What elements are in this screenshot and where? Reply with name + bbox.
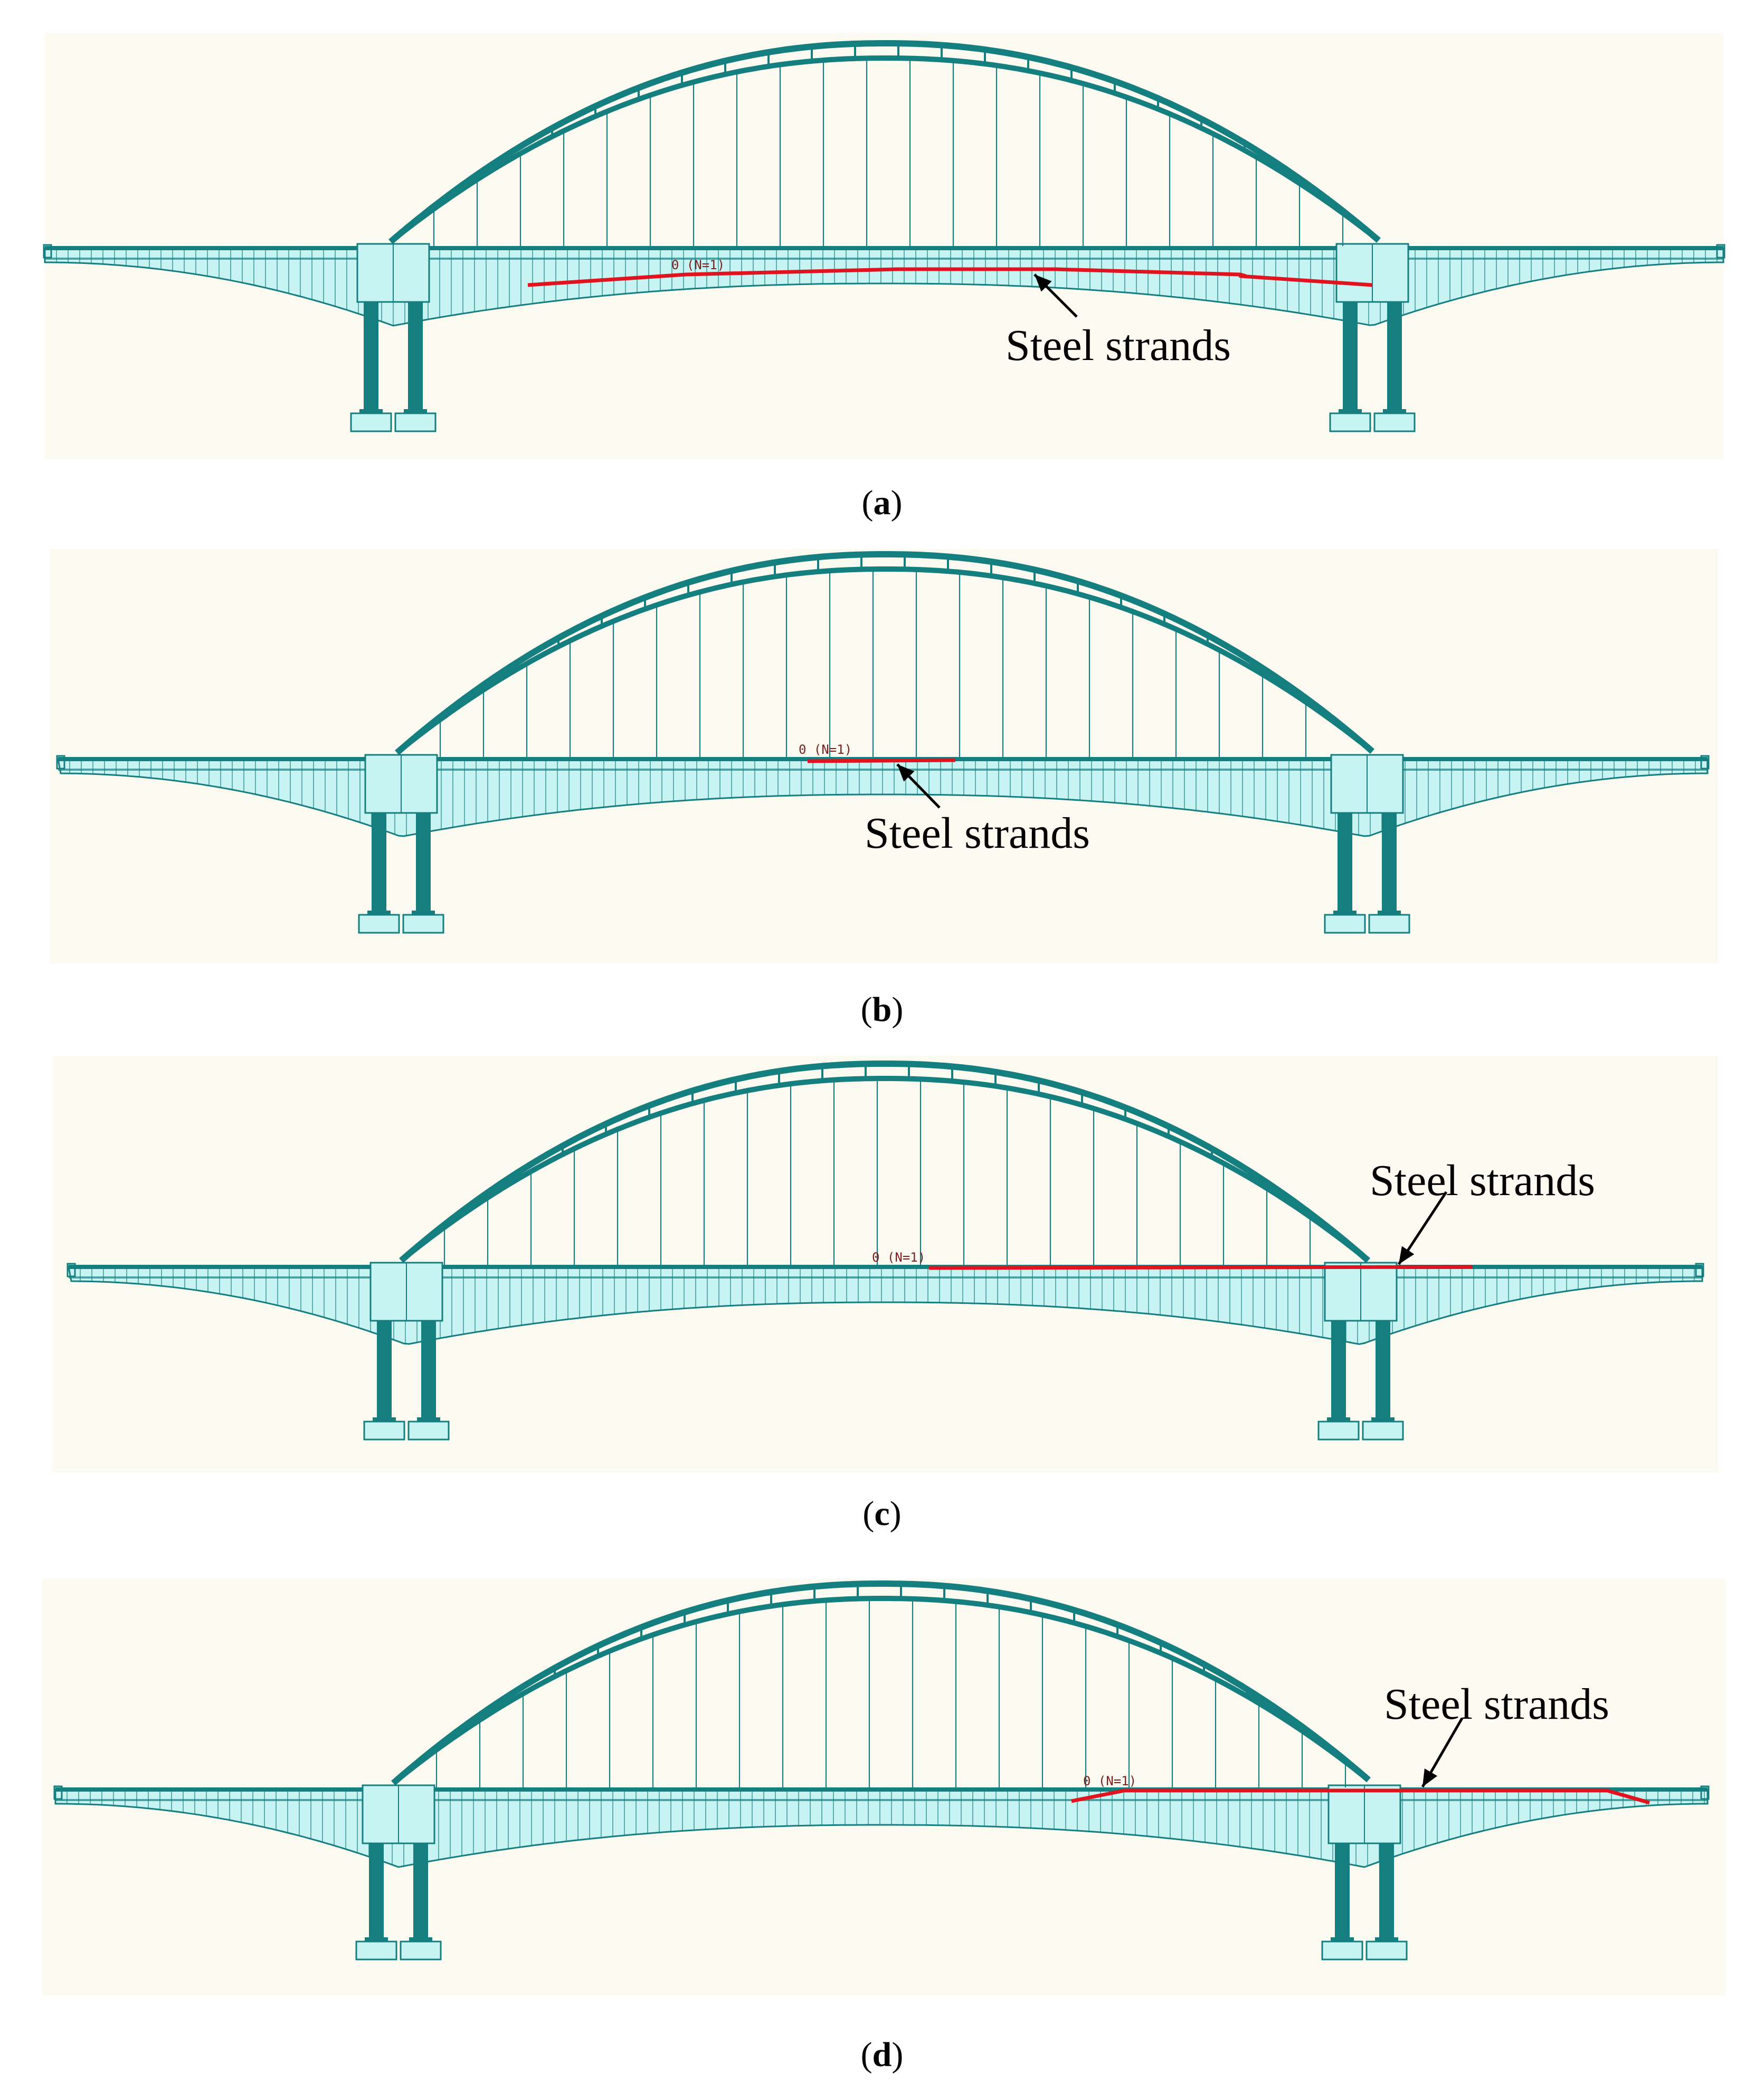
right-pier <box>1321 1784 1408 1961</box>
arch-ribs <box>395 551 1374 755</box>
callout-arrow <box>896 763 941 809</box>
deck-end-right <box>1716 244 1725 259</box>
deck-end-left <box>53 1785 63 1800</box>
panel-caption-d: (d) <box>860 2035 904 2074</box>
tendon-label: 0 (N=1) <box>671 258 725 272</box>
right-pier <box>1324 754 1410 934</box>
steel-strand-tendon <box>928 1265 1473 1270</box>
left-pier <box>363 1262 450 1441</box>
callout-arrow <box>1397 1191 1448 1265</box>
panel-caption-a: (a) <box>861 484 903 522</box>
panel-b: 0 (N=1) Steel strands (b) <box>0 523 1764 1029</box>
steel-strands-callout-c: Steel strands <box>1370 1156 1595 1205</box>
left-pier <box>355 1784 442 1961</box>
steel-strand-tendon <box>807 758 956 763</box>
tendon-label: 0 (N=1) <box>872 1250 925 1265</box>
steel-strands-callout-a: Steel strands <box>1006 321 1231 370</box>
arch-ribs <box>391 1580 1371 1786</box>
caption-letter-d: d <box>872 2035 892 2074</box>
callout-arrow <box>1033 273 1078 318</box>
arch-ribs <box>388 40 1381 244</box>
bridge-model-view-c: 0 (N=1) <box>53 1056 1718 1473</box>
callout-arrow <box>1421 1717 1464 1788</box>
tendon-label: 0 (N=1) <box>1083 1774 1136 1788</box>
steel-strand-tendon <box>527 267 1373 287</box>
deck-end-left <box>43 244 52 259</box>
hangers <box>433 58 1344 246</box>
main-girder <box>44 246 1724 327</box>
deck-end-left <box>67 1263 76 1277</box>
panel-caption-c: (c) <box>862 1494 902 1533</box>
arch-ribs <box>399 1061 1370 1263</box>
girder-segments <box>80 1267 1695 1345</box>
main-girder <box>54 1787 1709 1868</box>
deck-end-right <box>1700 1785 1710 1800</box>
model-background <box>53 1056 1718 1473</box>
panel-c: 0 (N=1) Steel strands (c) <box>0 1029 1764 1549</box>
caption-letter-a: a <box>873 484 891 522</box>
right-pier <box>1329 243 1416 432</box>
caption-letter-b: b <box>872 990 892 1029</box>
right-pier <box>1317 1262 1404 1441</box>
main-girder <box>68 1265 1703 1345</box>
hangers <box>443 1078 1311 1265</box>
model-background <box>42 1578 1726 1995</box>
deck-end-right <box>1700 755 1710 770</box>
bridge-model-view-d: 0 (N=1) <box>42 1578 1726 1995</box>
left-pier <box>358 754 444 934</box>
caption-letter-c: c <box>874 1494 890 1533</box>
deck-end-left <box>56 755 65 770</box>
steel-strand-tendon <box>1071 1788 1650 1805</box>
left-pier <box>350 243 437 432</box>
hangers <box>439 569 1307 757</box>
hangers <box>435 1598 1346 1787</box>
bridge-model-view-b: 0 (N=1) <box>50 549 1718 963</box>
panel-caption-b: (b) <box>860 990 904 1029</box>
model-background <box>50 549 1718 963</box>
bridge-model-view-a: 0 (N=1) <box>43 33 1725 459</box>
steel-strands-callout-d: Steel strands <box>1384 1680 1609 1729</box>
tendon-label: 0 (N=1) <box>799 742 852 757</box>
panel-a: 0 (N=1) Steel strands (a) <box>0 0 1764 523</box>
steel-strands-callout-b: Steel strands <box>865 809 1090 858</box>
panel-d: 0 (N=1) Steel strands (d) <box>0 1549 1764 2083</box>
deck-end-right <box>1695 1263 1704 1277</box>
